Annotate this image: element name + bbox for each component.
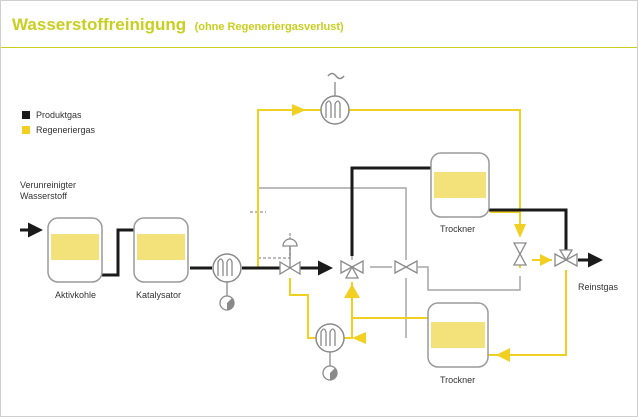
label-reinstgas: Reinstgas [578,282,619,292]
regen-arrows [292,104,552,362]
heat-exchanger-bottom-icon [315,323,345,381]
label-katalysator: Katalysator [136,290,181,300]
label-aktivkohle: Aktivkohle [55,290,96,300]
regen-arrow-down [514,224,526,238]
legend: Produktgas Regeneriergas [22,110,96,135]
label-trockner-top: Trockner [440,224,475,234]
regen-arrow-bottom [496,348,510,362]
vessel-trockner-bottom [427,302,489,368]
regen-arrow-up [344,284,360,298]
heat-exchanger-main-icon [212,253,242,311]
regen-arrow-left-mid [352,332,366,344]
legend-label-produktgas: Produktgas [36,110,82,120]
input-label-line2: Wasserstoff [20,191,68,201]
three-way-valve-left-icon [340,259,364,279]
valve-middle-icon [394,259,418,275]
vessel-aktivkohle [47,217,103,283]
legend-label-regeneriergas: Regeneriergas [36,125,96,135]
regen-arrow-top [292,104,306,116]
input-label-line1: Verunreinigter [20,180,76,190]
legend-swatch-produktgas [22,111,30,119]
three-way-valve-outlet-icon [554,249,578,268]
vessel-trockner-top [430,152,490,218]
title-underline [1,47,637,48]
title-main: Wasserstoffreinigung [12,15,187,34]
regen-arrow-right [540,254,552,266]
regen-piping [257,109,567,356]
page-title: Wasserstoffreinigung (ohne Regeneriergas… [12,15,344,35]
product-piping [20,166,603,277]
label-trockner-bottom: Trockner [440,375,475,385]
three-way-valve-right-icon [512,242,528,266]
heater-top-icon [320,72,350,125]
legend-swatch-regeneriergas [22,126,30,134]
title-subtitle: (ohne Regeneriergasverlust) [194,21,344,33]
vessel-katalysator [133,217,189,283]
control-valve-icon [279,238,301,276]
